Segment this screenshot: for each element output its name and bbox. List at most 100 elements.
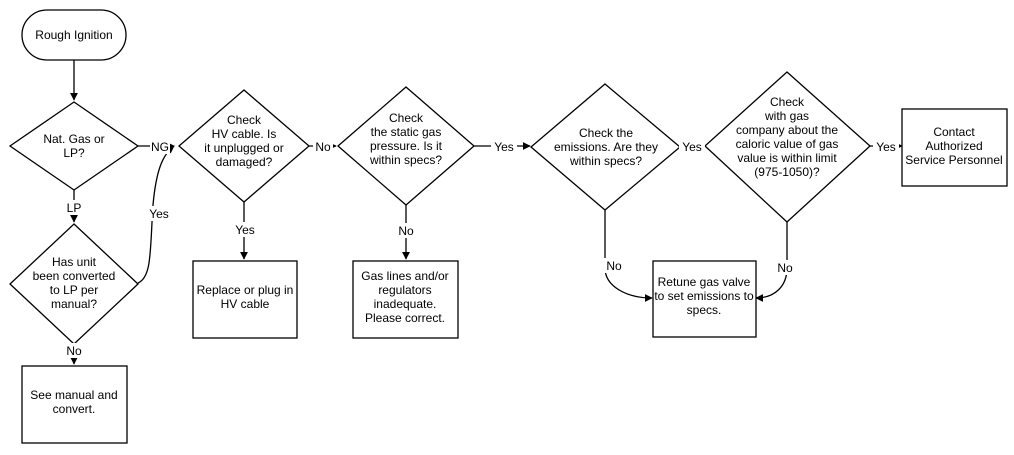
node-text-line: Has unit [52,255,97,269]
node-text-line: LP? [63,146,85,160]
label-emissions-yes-text: Yes [682,140,702,154]
node-text-line: Check [389,111,424,125]
label-caloric-no: No [775,260,795,275]
edge-labels: NG LP Yes No No Yes Yes No [64,139,899,358]
node-text-line: regulators [378,283,431,297]
node-text-line: Replace or plug in [197,283,294,297]
label-pressure-no-text: No [398,224,414,238]
label-emissions-no: No [604,258,624,273]
label-converted-yes-text: Yes [149,207,169,221]
label-hv-yes-text: Yes [235,223,255,237]
edge-emissions-no [604,210,653,302]
node-text-line: Check [227,113,262,127]
label-hv-no-bg [313,139,333,154]
node-text-line: manual? [51,297,97,311]
label-ng-bg [150,139,170,154]
retune-rect [652,260,757,338]
node-text-line: the static gas [371,125,442,139]
label-pressure-no-bg [396,223,416,238]
node-text-line: company about the [736,123,838,137]
start-node: Rough Ignition [21,9,127,61]
node-text-line: with gas [764,109,809,123]
label-hv-no-text: No [315,140,331,154]
node-text-line: pressure. Is it [370,139,443,153]
label-lp: LP [65,200,83,215]
label-emissions-no-bg [604,258,624,273]
label-emissions-yes: Yes [679,139,705,154]
node-text-line: Check [770,95,805,109]
node-text-line: Please correct. [365,311,445,325]
gas-lines-rect [352,260,459,339]
label-converted-yes-bg [146,206,172,221]
fuel-diamond [8,101,140,191]
label-pressure-yes-bg [491,139,517,154]
node-text-line: inadequate. [374,297,437,311]
node-text-line: caloric value of gas [736,137,839,151]
edge-converted-yes [137,145,175,284]
node-text-line: within specs? [569,154,642,168]
label-converted-no-bg [64,343,84,358]
node-text-line: emissions. Are they [554,140,658,154]
node-text-line: HV cable. Is [212,127,277,141]
label-hv-yes: Yes [232,222,258,237]
node-text-line: Rough Ignition [35,28,112,42]
node-text-line: specs. [687,303,722,317]
label-emissions-no-text: No [606,259,622,273]
start-text: Rough Ignition [35,28,112,42]
node-text-line: value is within limit [737,151,837,165]
node-text-line: Retune gas valve [658,275,751,289]
manual-rect [21,365,128,444]
label-emissions-yes-bg [679,139,705,154]
emissions-diamond [529,83,682,211]
label-ng: NG [150,139,170,154]
node-text-line: been converted [33,269,116,283]
caloric-diamond [704,71,871,223]
replace-hv-rect [192,260,298,339]
label-converted-no-text: No [66,344,82,358]
node-text-line: Gas lines and/or [361,269,448,283]
node-text-line: within specs? [369,153,442,167]
node-text-line: to LP per [50,283,98,297]
node-text-line: Check the [579,126,633,140]
node-text-line: to set emissions to [654,289,754,303]
node-text-line: Contact [933,125,975,139]
start-shape [21,9,127,61]
label-caloric-yes-text: Yes [876,140,896,154]
label-caloric-no-text: No [777,261,793,275]
label-lp-text: LP [67,201,82,215]
label-caloric-yes: Yes [873,139,899,154]
hv-diamond [178,89,310,203]
contact-rect [901,108,1008,187]
label-ng-text: NG [151,140,169,154]
label-caloric-yes-bg [873,139,899,154]
node-text-line: (975-1050)? [754,165,820,179]
node-text-line: Service Personnel [905,153,1002,167]
label-hv-yes-bg [232,222,258,237]
node-text-line: See manual and [30,388,117,402]
label-converted-yes: Yes [146,206,172,221]
label-pressure-yes-text: Yes [494,140,514,154]
node-text-line: it unplugged or [204,141,283,155]
